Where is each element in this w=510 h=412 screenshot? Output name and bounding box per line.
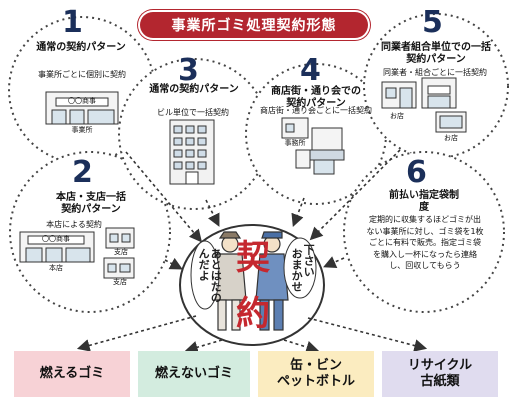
pattern-6-circle (343, 151, 505, 313)
head-office-illustration (19, 227, 135, 279)
pattern-4-number: 4 (300, 53, 321, 88)
pattern-6-title: 前払い指定袋制度 (389, 190, 459, 213)
union-stores-illustration (381, 77, 467, 133)
pattern-3-caption: ビル単位で一括契約 (157, 108, 229, 117)
pattern-1-number: 1 (62, 5, 83, 40)
shopping-street-illustration (281, 117, 345, 175)
pattern-1-label: 事業所 (71, 126, 93, 134)
pattern-4-title: 商店街・通り会での契約パターン (271, 86, 361, 109)
store-illustration (45, 91, 119, 125)
pattern-1-caption: 事業所ごとに個別に契約 (38, 70, 126, 79)
category-recycle-paper: リサイクル 古紙類 (382, 351, 498, 397)
pattern-3-number: 3 (178, 53, 199, 88)
speech-left: あとはたのんだよ (197, 248, 223, 303)
category-burnable: 燃えるゴミ (14, 351, 130, 397)
pattern-6-number: 6 (406, 155, 427, 190)
pattern-5-caption: 同業者・組合ごとに一括契約 (383, 68, 487, 77)
category-cans-label-2: ペットボトル (276, 374, 355, 389)
category-cans-bottles: 缶・ビン ペットボトル (258, 351, 374, 397)
speech-right-1: おまかせ (290, 248, 304, 292)
pattern-2-branch-label: 支店 (114, 248, 128, 256)
building-illustration (169, 119, 215, 185)
pattern-2-title: 本店・支店一括契約パターン (56, 192, 126, 215)
pattern-4-caption: 商店街・通り会ごとに一括契約 (260, 106, 372, 115)
category-burnable-label: 燃えるゴミ (39, 366, 105, 382)
pattern-2-number: 2 (72, 155, 93, 190)
page-title: 事業所ゴミ処理契約形態 (138, 10, 370, 40)
pattern-2-branch-label-2: 支店 (113, 278, 127, 286)
category-nonburnable-label: 燃えないゴミ (154, 366, 233, 382)
contract-kanji-bottom: 約 (236, 294, 270, 334)
pattern-2-caption: 本店による契約 (46, 220, 102, 229)
pattern-5-number: 5 (422, 5, 443, 40)
pattern-2-sign: 〇〇商事 (42, 235, 70, 243)
pattern-5-title: 同業者組合単位での一括契約パターン (381, 42, 491, 65)
pattern-1-sign: 〇〇商事 (68, 97, 96, 105)
contract-kanji-top: 契 (236, 238, 270, 278)
category-nonburnable: 燃えないゴミ (138, 351, 250, 397)
pattern-3-title: 通常の契約パターン (149, 84, 239, 95)
category-cans-label-1: 缶・ビン (289, 358, 342, 374)
pattern-4-label: 事務所 (284, 139, 306, 147)
pattern-2-label: 本店 (49, 264, 63, 272)
pattern-5-label: お店 (390, 112, 404, 120)
pattern-5-label-2: お店 (444, 134, 458, 142)
pattern-1-title: 通常の契約パターン (36, 42, 126, 53)
category-recycle-label-1: リサイクル (407, 358, 473, 374)
figure-left (213, 231, 247, 331)
pattern-6-description: 定期的に収集するほどゴミが出ない事業所に対し、ゴミ袋を1枚ごとに有料で販売。指定… (366, 215, 484, 271)
speech-right-2: 下さい (302, 244, 316, 277)
figure-right (255, 231, 289, 331)
category-recycle-label-2: 古紙類 (420, 374, 460, 389)
